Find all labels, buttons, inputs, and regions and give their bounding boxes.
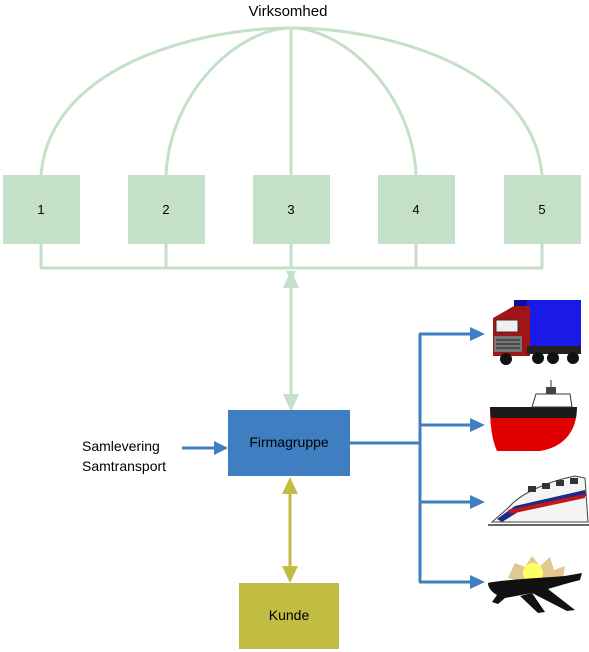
truck-icon bbox=[493, 300, 581, 365]
ship-icon bbox=[490, 380, 577, 451]
output-arrow-head-plane bbox=[470, 575, 485, 589]
kunde-box: Kunde bbox=[239, 583, 339, 649]
input-label-samlevering: Samlevering bbox=[82, 438, 160, 454]
unit-label: 3 bbox=[287, 202, 294, 217]
kunde-label: Kunde bbox=[269, 607, 310, 623]
input-arrow-head bbox=[214, 441, 228, 455]
output-arrow-head-ship bbox=[470, 418, 485, 432]
unit-box-1: 1 bbox=[3, 175, 80, 244]
olive-arrow-head-down bbox=[282, 566, 298, 583]
firmagruppe-box: Firmagruppe bbox=[228, 410, 350, 476]
output-arrow-head-truck bbox=[470, 327, 485, 341]
unit-connector bbox=[39, 244, 544, 270]
output-branches bbox=[350, 332, 474, 584]
unit-box-2: 2 bbox=[128, 175, 205, 244]
arrow-head-down bbox=[283, 394, 299, 412]
unit-label: 5 bbox=[538, 202, 545, 217]
arrow-head-up bbox=[283, 270, 299, 288]
airplane-icon bbox=[488, 556, 582, 613]
train-icon bbox=[488, 475, 589, 526]
unit-label: 4 bbox=[412, 202, 419, 217]
unit-box-4: 4 bbox=[378, 175, 455, 244]
output-arrow-head-train bbox=[470, 495, 485, 509]
olive-arrow-head-up bbox=[282, 477, 298, 494]
input-label-samtransport: Samtransport bbox=[82, 458, 166, 474]
unit-box-3: 3 bbox=[253, 175, 330, 244]
unit-label: 1 bbox=[37, 202, 44, 217]
hierarchy-arcs bbox=[39, 26, 544, 176]
diagram-title: Virksomhed bbox=[249, 3, 328, 20]
unit-label: 2 bbox=[162, 202, 169, 217]
unit-box-5: 5 bbox=[504, 175, 581, 244]
firmagruppe-label: Firmagruppe bbox=[249, 434, 329, 450]
